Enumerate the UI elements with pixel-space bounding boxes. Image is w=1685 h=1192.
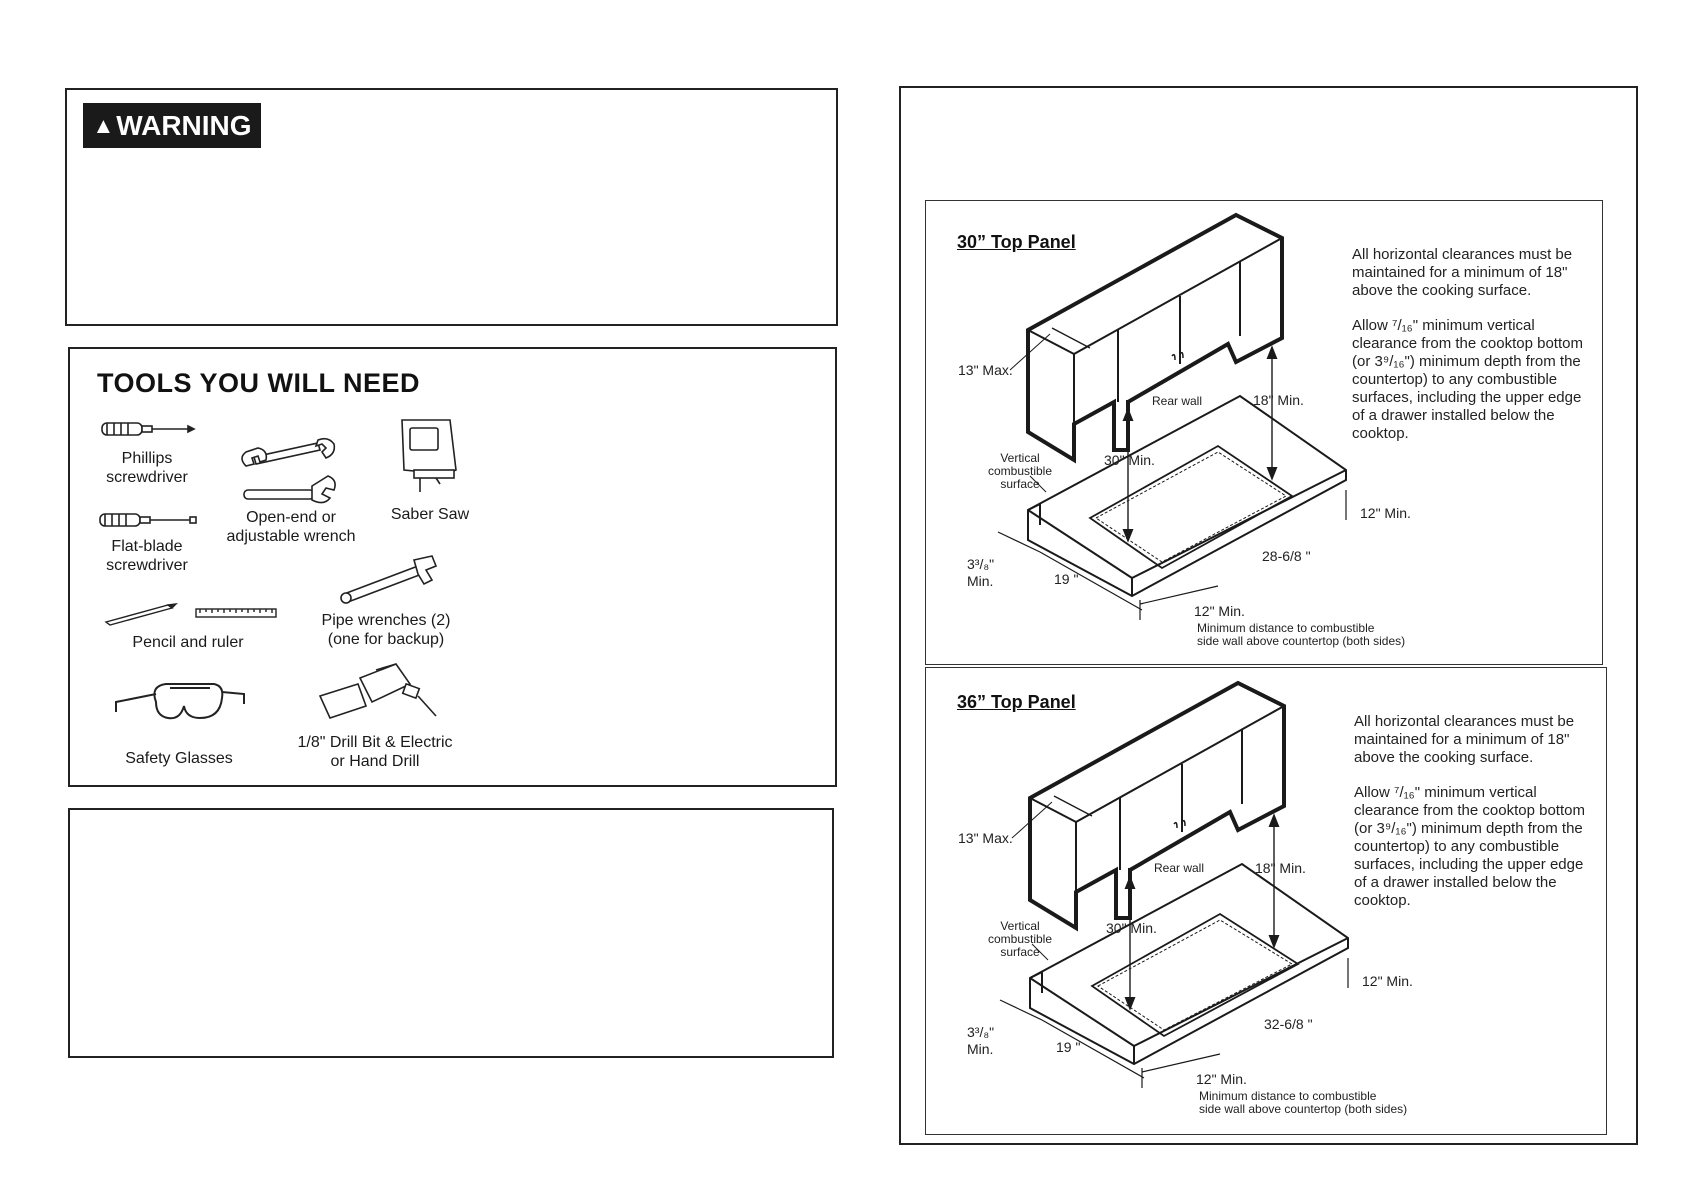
dim-12-min-right: 12" Min. xyxy=(1362,973,1413,989)
flat-blade-screwdriver-icon xyxy=(99,513,197,527)
tool-label-pipe-wrenches: Pipe wrenches (2)(one for backup) xyxy=(321,612,451,648)
panel-36-note-horizontal: All horizontal clearances must be mainta… xyxy=(1354,713,1575,766)
dim-12-min-bottom: 12" Min. xyxy=(1194,603,1245,619)
tool-label-pencil-ruler: Pencil and ruler xyxy=(132,634,244,651)
dim-18-min: 18" Min. xyxy=(1253,392,1304,408)
panel-30-note-vertical: Allow ⁷/₁₆" minimum vertical clearance f… xyxy=(1352,317,1583,442)
dim-vertical-surface: Vertical combustible surface xyxy=(987,451,1053,491)
dim-depth-19: 19 " xyxy=(1056,1039,1081,1055)
dim-depth-min: 3³/₈" Min. xyxy=(967,556,995,589)
dim-caption: Minimum distance to combustible side wal… xyxy=(1199,1089,1408,1116)
warning-badge: ▲ WARNING xyxy=(83,103,261,148)
dim-rear-wall: Rear wall xyxy=(1152,394,1203,408)
panel-30-top xyxy=(925,200,1603,665)
dim-depth-min: 3³/₈" Min. xyxy=(967,1024,995,1057)
safety-glasses-icon xyxy=(115,683,245,720)
panel-36-notes: All horizontal clearances must be mainta… xyxy=(1354,713,1594,927)
dim-13-max: 13" Max. xyxy=(958,830,1013,846)
panel-30-notes: All horizontal clearances must be mainta… xyxy=(1352,246,1592,460)
open-end-wrench-icon xyxy=(241,437,336,467)
dim-30-min: 30" Min. xyxy=(1106,920,1157,936)
warning-label: WARNING xyxy=(116,109,252,141)
dim-30-min: 30" Min. xyxy=(1104,452,1155,468)
notes-box xyxy=(68,808,834,1058)
saber-saw-icon xyxy=(401,419,457,492)
pipe-wrench-icon xyxy=(340,555,438,604)
dim-rear-wall: Rear wall xyxy=(1154,861,1205,875)
panel-36-top xyxy=(925,667,1607,1135)
dim-12-min-right: 12" Min. xyxy=(1360,505,1411,521)
dim-width: 32-6/8 " xyxy=(1264,1016,1313,1032)
electric-drill-icon xyxy=(318,663,437,719)
dim-12-min-bottom: 12" Min. xyxy=(1196,1071,1247,1087)
panel-36-drawing xyxy=(999,680,1349,1088)
panel-36-title: 36” Top Panel xyxy=(957,692,1076,712)
dim-depth-19: 19 " xyxy=(1054,571,1079,587)
tool-label-saber-saw: Saber Saw xyxy=(390,506,470,523)
panel-30-note-horizontal: All horizontal clearances must be mainta… xyxy=(1352,246,1573,299)
warning-triangle-icon: ▲ xyxy=(92,112,115,138)
panel-36-note-vertical: Allow ⁷/₁₆" minimum vertical clearance f… xyxy=(1354,784,1585,909)
panel-30-drawing xyxy=(997,212,1347,620)
dim-caption: Minimum distance to combustible side wal… xyxy=(1197,621,1406,648)
dim-18-min: 18" Min. xyxy=(1255,860,1306,876)
tool-label-safety-glasses: Safety Glasses xyxy=(125,750,233,767)
ruler-icon xyxy=(195,608,277,618)
panel-30-title: 30” Top Panel xyxy=(957,232,1076,252)
dim-13-max: 13" Max. xyxy=(958,362,1013,378)
dim-width: 28-6/8 " xyxy=(1262,548,1311,564)
dim-vertical-surface: Vertical combustible surface xyxy=(987,919,1053,959)
phillips-screwdriver-icon xyxy=(101,422,196,436)
adjustable-wrench-icon xyxy=(243,475,336,504)
tools-title: TOOLS YOU WILL NEED xyxy=(97,368,421,398)
pencil-icon xyxy=(104,603,178,626)
